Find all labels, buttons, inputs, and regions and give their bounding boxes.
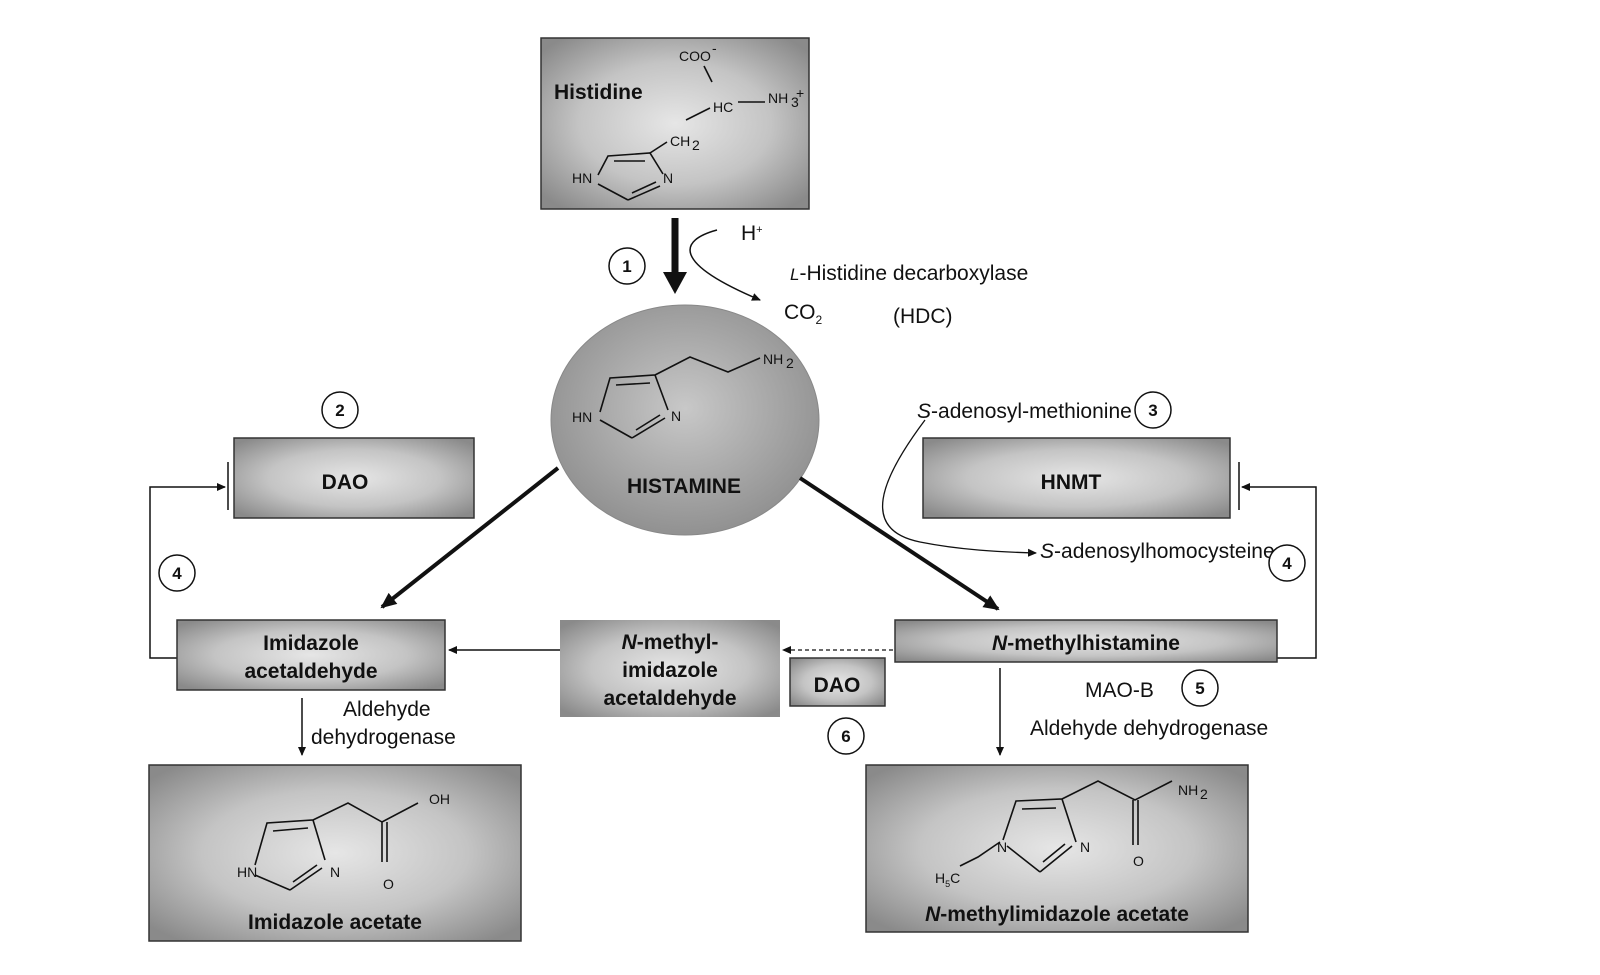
svg-text:2: 2 [786,355,794,371]
decarboxylation-arrowhead [663,272,687,294]
sah-label: S-adenosylhomocysteine [1040,540,1275,563]
svg-text:HNMT: HNMT [1041,471,1102,494]
svg-text:+: + [796,85,804,101]
histidine-title: Histidine [554,81,643,104]
n-methyl-imidazole-acetaldehyde-box: N-methyl- imidazole acetaldehyde [560,620,780,717]
mao-b-label: MAO-B [1085,679,1154,702]
svg-text:N: N [671,408,681,424]
aldehyde-dehydrogenase-right-label: Aldehyde dehydrogenase [1030,717,1268,740]
svg-text:HN: HN [572,170,592,186]
svg-text:3: 3 [791,94,799,110]
svg-text:NH: NH [1178,782,1198,798]
hnmt-enzyme-box: HNMT [922,437,1231,519]
svg-text:O: O [1133,853,1144,869]
dao-small-box: DAO [789,657,886,707]
svg-text:NH: NH [763,351,783,367]
left-feedback-inhibition-arrow [149,483,226,659]
svg-text:O: O [383,876,394,892]
n-methylimidazole-acetate-box: NH 2 O N N H5C N-methylimidazole acetate [865,764,1249,933]
svg-text:HN: HN [237,864,257,880]
svg-text:N-methylhistamine: N-methylhistamine [992,632,1180,655]
sam-conversion-arrow [881,419,1037,557]
svg-text:COO: COO [679,48,711,64]
imidazole-acetaldehyde-box: Imidazole acetaldehyde [176,619,446,691]
hdc-abbrev: (HDC) [893,305,952,328]
svg-text:CH: CH [670,133,690,149]
svg-text:OH: OH [429,791,450,807]
n-methylimidazole-acetate-title: N-methylimidazole acetate [925,903,1189,926]
svg-text:Imidazole: Imidazole [263,632,359,655]
step-2-badge: 2 [321,391,359,429]
right-feedback-inhibition-arrow [1241,483,1317,659]
dao-enzyme-box: DAO [233,437,475,519]
svg-text:N: N [997,839,1007,855]
histamine-to-imidazole-arrow [380,466,560,609]
svg-text:HC: HC [713,99,733,115]
svg-text:-: - [712,40,717,56]
aldehyde-dehydrogenase-left-line1: Aldehyde [343,698,431,721]
aldehyde-dehydrogenase-left-line2: dehydrogenase [311,726,456,749]
histidine-box: Histidine COO - HC NH 3 + CH 2 HN N [540,37,810,210]
imidazole-acetate-box: OH O HN N Imidazole acetate [148,764,522,942]
histamine-title: HISTAMINE [627,475,741,498]
svg-text:2: 2 [692,137,700,153]
step-5-badge: 5 [1181,669,1219,707]
histamine-to-methylhistamine-arrow [798,476,1000,611]
svg-text:3: 3 [1148,401,1157,420]
svg-text:H5C: H5C [935,870,960,889]
co2-label: CO2 [784,301,823,327]
svg-text:4: 4 [1282,554,1292,573]
h-plus-label: H+ [741,222,763,245]
svg-text:DAO: DAO [814,674,861,697]
co2-release-arrow [689,229,761,301]
svg-text:2: 2 [335,401,344,420]
svg-text:N: N [1080,839,1090,855]
svg-text:HN: HN [572,409,592,425]
svg-text:2: 2 [1200,786,1208,802]
svg-text:NH: NH [768,90,788,106]
n-methylhistamine-box: N-methylhistamine [894,619,1278,663]
histidine-structure: COO - HC NH 3 + CH 2 HN N [572,40,804,201]
histamine-node: NH 2 HN N HISTAMINE [550,304,820,536]
hdc-enzyme-label: L-Histidine decarboxylase [790,262,1028,285]
svg-text:6: 6 [841,727,850,746]
step-3-badge: 3 [1134,391,1172,429]
svg-text:N: N [330,864,340,880]
step-4-left-badge: 4 [158,554,196,592]
step-4-right-badge: 4 [1268,544,1306,582]
svg-text:4: 4 [172,564,182,583]
step-1-badge: 1 [608,247,646,285]
svg-text:DAO: DAO [322,471,369,494]
svg-text:acetaldehyde: acetaldehyde [244,660,377,683]
svg-text:acetaldehyde: acetaldehyde [603,687,736,710]
sam-label: S-adenosyl-methionine [917,400,1132,423]
imidazole-acetate-title: Imidazole acetate [248,911,422,934]
step-6-badge: 6 [827,717,865,755]
svg-text:N: N [663,170,673,186]
svg-text:imidazole: imidazole [622,659,718,682]
svg-text:5: 5 [1195,679,1204,698]
svg-text:1: 1 [622,257,631,276]
svg-text:N-methyl-: N-methyl- [622,631,719,654]
